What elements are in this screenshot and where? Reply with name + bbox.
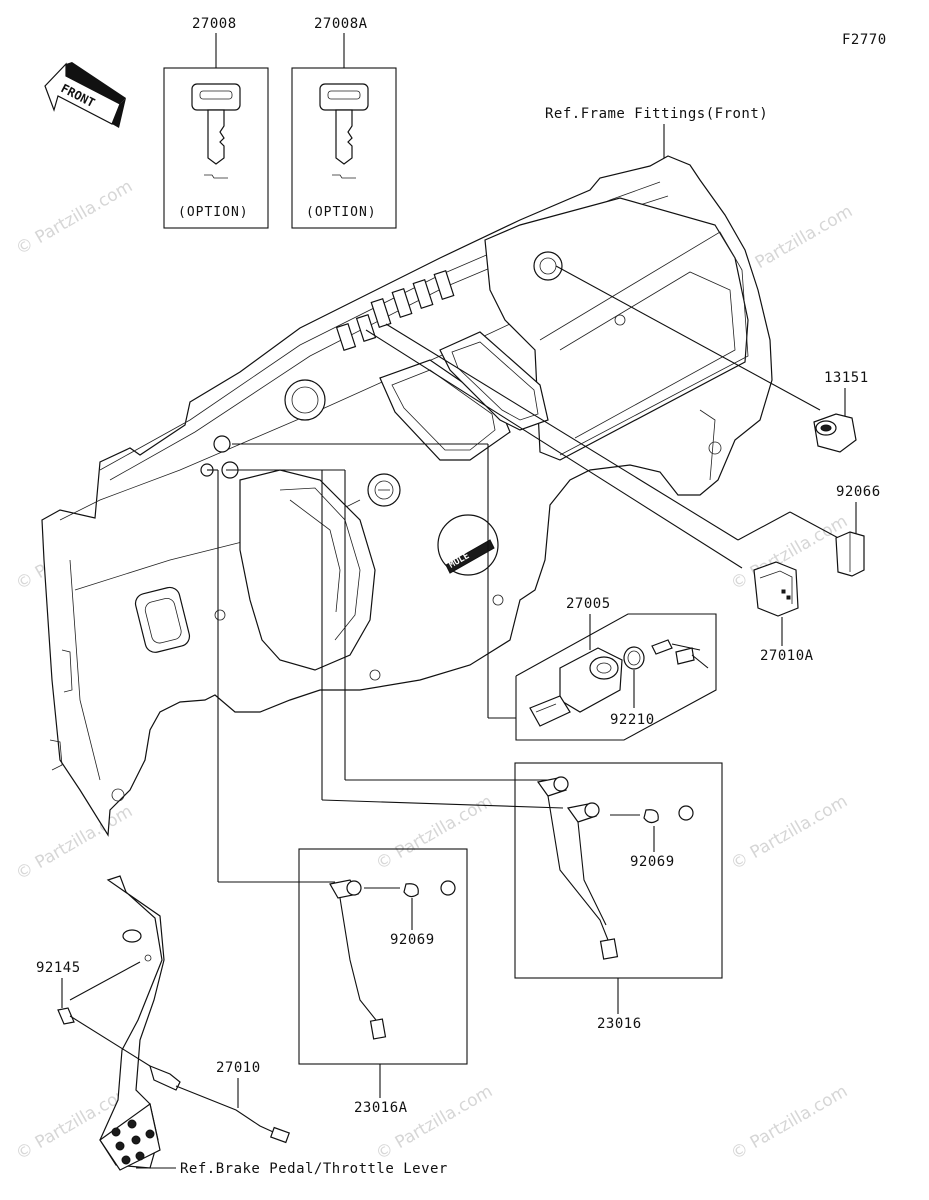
part-number-92066: 92066 [836, 484, 881, 500]
watermark: © Partzilla.com [728, 791, 852, 874]
part-27005-ignition-switch: 27005 92210 [515, 596, 717, 741]
watermark: © Partzilla.com [728, 1081, 852, 1164]
part-number-27008a: 27008A [314, 16, 368, 32]
part-13151-socket: 13151 [813, 370, 869, 453]
watermark: © Partzilla.com [13, 176, 137, 259]
part-number-27005: 27005 [566, 596, 611, 612]
dashboard-panel: MULE [41, 155, 773, 837]
option-label: (OPTION) [178, 205, 249, 220]
part-number-92069: 92069 [390, 932, 435, 948]
part-number-27010a: 27010A [760, 648, 814, 664]
ref-frame-fittings: Ref.Frame Fittings(Front) [545, 106, 768, 122]
part-23016a-harness: 92069 23016A [298, 848, 468, 1116]
part-number-23016a: 23016A [354, 1100, 408, 1116]
ref-brake-pedal: Ref.Brake Pedal/Throttle Lever [180, 1161, 448, 1177]
part-brake-pedal: 92145 27010 Ref.Brake Pedal/Throttle Lev… [36, 875, 448, 1177]
part-number-27008: 27008 [192, 16, 237, 32]
part-23016-harness: 92069 23016 [514, 762, 723, 1032]
part-27010a-switch: 27010A [753, 561, 814, 664]
option-label: (OPTION) [306, 205, 377, 220]
part-number-23016: 23016 [597, 1016, 642, 1032]
part-number-92069: 92069 [630, 854, 675, 870]
leader-lines [207, 265, 843, 883]
figure-code: F2770 [842, 32, 887, 48]
watermark: © Partzilla.com [373, 1081, 497, 1164]
part-number-13151: 13151 [824, 370, 869, 386]
part-number-92210: 92210 [610, 712, 655, 728]
indicator-windows [335, 270, 455, 352]
part-number-27010: 27010 [216, 1060, 261, 1076]
key-27008: 27008 (OPTION) [163, 16, 269, 229]
key-27008a: 27008A (OPTION) [291, 16, 397, 229]
part-number-92145: 92145 [36, 960, 81, 976]
part-92066-switch-blank: 92066 [835, 484, 881, 577]
front-arrow: FRONT [44, 62, 126, 128]
watermark: © Partzilla.com [13, 801, 137, 884]
